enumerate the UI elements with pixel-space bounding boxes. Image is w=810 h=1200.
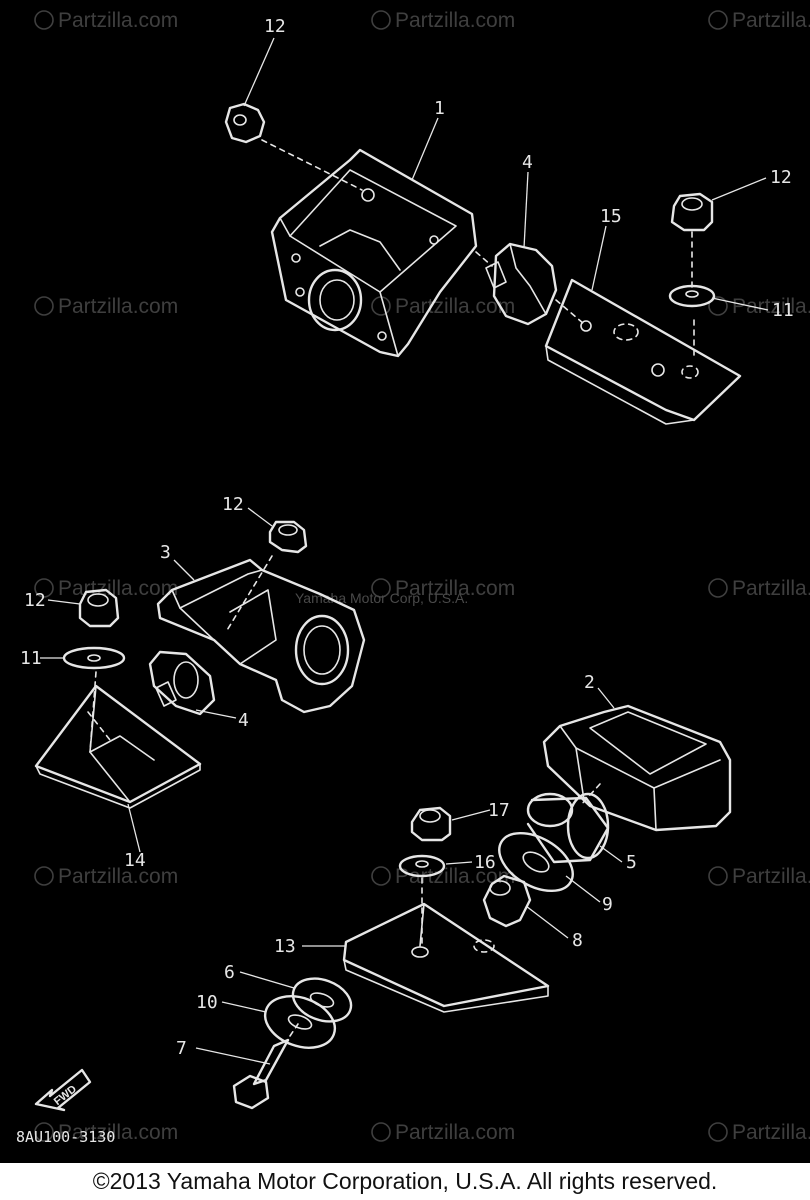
diagram-code: 8AU100-3130 (16, 1128, 115, 1146)
part-12-nut-mid-upper (268, 520, 308, 554)
watermark-text: Partzilla.com (732, 295, 810, 318)
watermark-text: Partzilla.com (58, 295, 178, 318)
part-11-washer-mid (62, 646, 126, 670)
part-3-bracket-mid (156, 558, 366, 714)
callout-5: 5 (626, 852, 637, 873)
callout-14: 14 (124, 850, 146, 871)
watermark-text: Partzilla.com (58, 865, 178, 888)
callout-13: 13 (274, 936, 296, 957)
part-5-mount-lower (526, 792, 610, 864)
part-13-plate-lower (342, 902, 550, 1013)
part-12-nut-mid-left (78, 588, 120, 628)
watermark-text: Partzilla.com (395, 577, 515, 600)
watermark-text: Partzilla.com (58, 577, 178, 600)
callout-6: 6 (224, 962, 235, 983)
callout-17: 17 (488, 800, 510, 821)
watermark-text: Partzilla.com (395, 1121, 515, 1144)
copyright-text: ©2013 Yamaha Motor Corporation, U.S.A. A… (92, 1168, 718, 1194)
callout-8: 8 (572, 930, 583, 951)
parts-diagram: Partzilla.com Partzilla.com Partzilla.co… (16, 9, 810, 1146)
callout-2: 2 (584, 672, 595, 693)
part-8-collar-lower (482, 874, 532, 928)
part-4-mount-mid (148, 650, 216, 716)
callout-4: 4 (238, 710, 249, 731)
watermark-text: Partzilla.com (58, 9, 178, 32)
watermarks: Partzilla.com Partzilla.com Partzilla.co… (34, 9, 810, 1144)
part-15-plate-top (544, 278, 742, 425)
callout-11: 11 (772, 300, 794, 321)
callout-12: 12 (222, 494, 244, 515)
watermark-text: Partzilla.com (395, 295, 515, 318)
forward-label: FWD (52, 1083, 79, 1108)
forward-arrow-icon: FWD (34, 1068, 92, 1112)
part-1-bracket-top (270, 148, 478, 358)
callout-4: 4 (522, 152, 533, 173)
watermark-text: Partzilla.com (732, 9, 810, 32)
part-17-nut-lower (410, 806, 452, 842)
callout-7: 7 (176, 1038, 187, 1059)
callout-9: 9 (602, 894, 613, 915)
callout-15: 15 (600, 206, 622, 227)
part-7-bolt-lower (232, 1023, 299, 1110)
callout-16: 16 (474, 852, 496, 873)
part-16-washer-lower (398, 854, 446, 878)
watermark-text: Partzilla.com (732, 865, 810, 888)
part-10-washer-lower (263, 995, 337, 1049)
callout-3: 3 (160, 542, 171, 563)
callouts: 12 1 4 15 12 11 12 3 12 11 4 14 2 17 5 1… (20, 16, 794, 1059)
callout-12: 12 (24, 590, 46, 611)
watermark-text: Partzilla.com (732, 1121, 810, 1144)
callout-12: 12 (770, 167, 792, 188)
watermark-text: Partzilla.com (58, 1121, 178, 1144)
part-12-nut-top (224, 102, 266, 144)
watermark-text: Partzilla.com (395, 9, 515, 32)
part-6-washer-lower (291, 977, 353, 1023)
part-11-washer-top (668, 284, 716, 308)
callout-12: 12 (264, 16, 286, 37)
callout-11: 11 (20, 648, 42, 669)
callout-10: 10 (196, 992, 218, 1013)
watermark-text: Partzilla.com (395, 865, 515, 888)
part-2-bracket-lower (542, 704, 732, 832)
part-4-mount-top (475, 242, 585, 326)
leader-lines (40, 37, 769, 1065)
watermark-text: Partzilla.com (732, 577, 810, 600)
copyright-watermark: Yamaha Motor Corp, U.S.A. (295, 590, 468, 606)
callout-1: 1 (434, 98, 445, 119)
part-12-nut-right (670, 192, 714, 232)
part-14-plate-mid (34, 684, 202, 809)
copyright-footer: ©2013 Yamaha Motor Corporation, U.S.A. A… (0, 1160, 810, 1200)
